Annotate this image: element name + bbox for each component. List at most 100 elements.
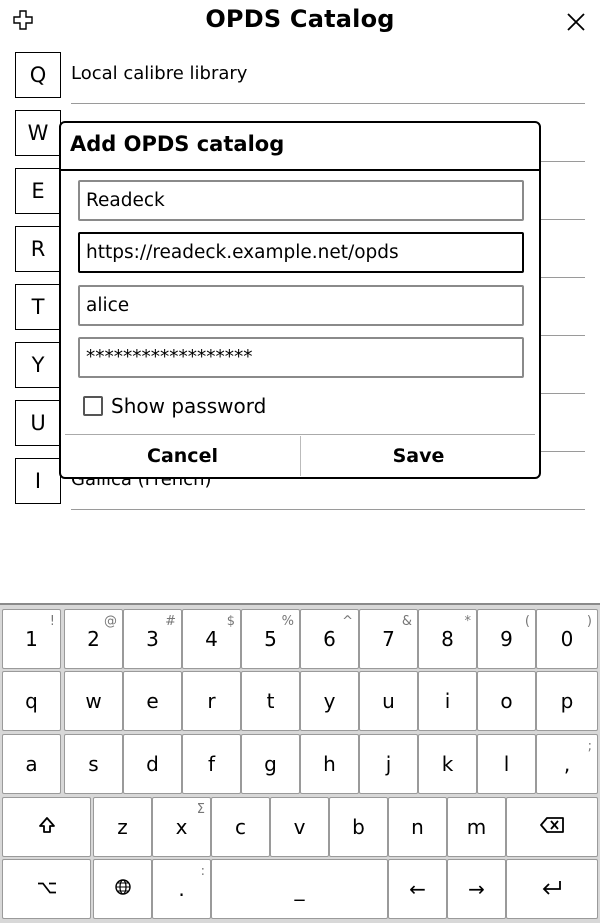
key-label: 3 <box>146 627 159 651</box>
key-char[interactable]: w <box>64 671 123 731</box>
catalog-shortcut-key[interactable]: R <box>15 226 61 272</box>
catalog-name: Local calibre library <box>71 63 248 84</box>
dialog-title-divider <box>61 169 539 171</box>
plus-icon[interactable] <box>13 10 33 30</box>
key-label: u <box>382 689 395 713</box>
key-char[interactable]: d <box>123 734 182 794</box>
key-char[interactable]: b <box>329 797 388 857</box>
enter-key[interactable] <box>506 859 598 919</box>
shift-key[interactable] <box>2 797 91 857</box>
button-divider <box>300 436 301 476</box>
key-char[interactable]: h <box>300 734 359 794</box>
key-char[interactable]: n <box>388 797 447 857</box>
username-field[interactable] <box>78 285 524 326</box>
key-char[interactable]: 0) <box>536 609 598 669</box>
key-label: o <box>500 689 513 713</box>
password-field[interactable] <box>78 337 524 378</box>
key-label: _ <box>294 877 305 901</box>
key-label: 6 <box>323 627 336 651</box>
enter-icon <box>541 879 563 899</box>
key-char[interactable]: ← <box>388 859 447 919</box>
catalog-url-field[interactable] <box>78 232 524 273</box>
globe-icon <box>114 878 132 900</box>
key-char[interactable]: .: <box>152 859 211 919</box>
key-char[interactable]: v <box>270 797 329 857</box>
key-label: f <box>207 752 216 776</box>
language-key[interactable] <box>93 859 152 919</box>
row-divider <box>71 509 585 510</box>
save-button[interactable]: Save <box>392 445 445 467</box>
catalog-shortcut-key[interactable]: U <box>15 400 61 446</box>
key-alt-label: $ <box>226 614 235 629</box>
key-char[interactable]: → <box>447 859 506 919</box>
close-icon[interactable] <box>566 12 586 32</box>
key-label: k <box>441 752 454 776</box>
key-char[interactable]: q <box>2 671 61 731</box>
key-label: , <box>563 752 571 776</box>
alt-option-icon <box>36 880 58 899</box>
catalog-row[interactable]: Q Local calibre library <box>15 52 585 104</box>
key-char[interactable]: i <box>418 671 477 731</box>
key-label: x <box>175 815 188 839</box>
key-label: d <box>146 752 159 776</box>
key-label: p <box>560 689 574 713</box>
key-alt-label: * <box>464 614 472 629</box>
key-label: ← <box>409 877 426 901</box>
backspace-key[interactable] <box>506 797 598 857</box>
key-label: 8 <box>441 627 454 651</box>
key-char[interactable]: 9( <box>477 609 536 669</box>
key-label: s <box>88 752 99 776</box>
key-alt-label: ; <box>587 739 592 754</box>
key-char[interactable]: a <box>2 734 61 794</box>
key-char[interactable]: k <box>418 734 477 794</box>
dialog-title: Add OPDS catalog <box>70 132 285 156</box>
title-bar: OPDS Catalog <box>0 0 600 44</box>
key-char[interactable]: u <box>359 671 418 731</box>
cancel-button[interactable]: Cancel <box>147 445 218 467</box>
catalog-shortcut-key[interactable]: Q <box>15 52 61 98</box>
key-label: . <box>178 877 185 901</box>
key-label: m <box>466 815 487 839</box>
key-label: 0 <box>560 627 574 651</box>
key-char[interactable]: 6^ <box>300 609 359 669</box>
key-char[interactable]: m <box>447 797 506 857</box>
key-char[interactable]: l <box>477 734 536 794</box>
key-char[interactable]: ,; <box>536 734 598 794</box>
key-label: 7 <box>382 627 395 651</box>
key-char[interactable]: f <box>182 734 241 794</box>
catalog-name-field[interactable] <box>78 180 524 221</box>
key-char[interactable]: 8* <box>418 609 477 669</box>
key-char[interactable]: y <box>300 671 359 731</box>
key-char[interactable]: 2@ <box>64 609 123 669</box>
key-label: z <box>117 815 128 839</box>
key-alt-label: # <box>165 614 176 629</box>
key-char[interactable]: 5% <box>241 609 300 669</box>
catalog-shortcut-key[interactable]: T <box>15 284 61 330</box>
catalog-shortcut-key[interactable]: W <box>15 110 61 156</box>
key-char[interactable]: _ <box>211 859 388 919</box>
key-char[interactable]: 7& <box>359 609 418 669</box>
key-char[interactable]: s <box>64 734 123 794</box>
catalog-shortcut-key[interactable]: I <box>15 458 61 504</box>
key-char[interactable]: z <box>93 797 152 857</box>
key-char[interactable]: j <box>359 734 418 794</box>
key-char[interactable]: 4$ <box>182 609 241 669</box>
key-char[interactable]: p <box>536 671 598 731</box>
key-label: i <box>444 689 451 713</box>
key-char[interactable]: g <box>241 734 300 794</box>
catalog-shortcut-key[interactable]: E <box>15 168 61 214</box>
key-label: y <box>323 689 336 713</box>
key-char[interactable]: t <box>241 671 300 731</box>
key-char[interactable]: 1! <box>2 609 61 669</box>
key-char[interactable]: o <box>477 671 536 731</box>
key-char[interactable]: e <box>123 671 182 731</box>
key-alt-label: ! <box>49 614 55 629</box>
catalog-shortcut-key[interactable]: Y <box>15 342 61 388</box>
shift-icon <box>37 816 57 838</box>
show-password-checkbox[interactable] <box>83 396 103 416</box>
key-char[interactable]: r <box>182 671 241 731</box>
key-char[interactable]: 3# <box>123 609 182 669</box>
alt-key[interactable] <box>2 859 91 919</box>
key-char[interactable]: c <box>211 797 270 857</box>
